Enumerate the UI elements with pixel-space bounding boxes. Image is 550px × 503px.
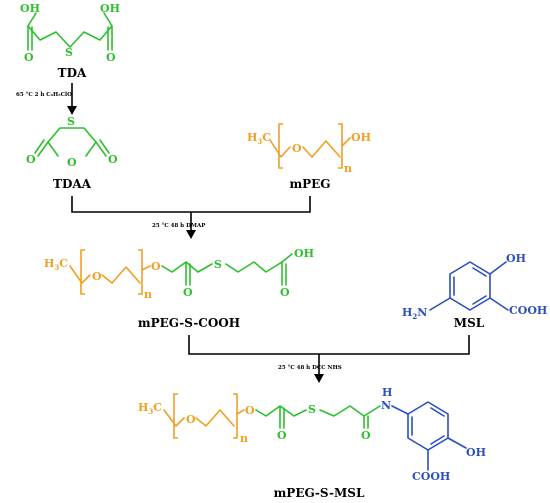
- mpeg-methyl-h: H3C: [247, 131, 271, 146]
- tda-hydroxyl-right: OH: [100, 2, 120, 15]
- mpeg-s-msl-ester-oxygen: O: [245, 404, 255, 417]
- mpeg-structure: [269, 123, 351, 169]
- tda-sulfur: S: [65, 46, 73, 59]
- mpeg-repeat-n: n: [344, 162, 352, 175]
- tda-carbonyl-oxygen-left: O: [24, 51, 34, 64]
- merge-line-step2: [71, 196, 311, 213]
- mpeg-ether-oxygen: O: [292, 142, 302, 155]
- mpeg-s-msl-amide-carbonyl-oxygen: O: [361, 429, 371, 442]
- msl-amine: H2N: [402, 306, 427, 321]
- mpeg-s-cooh-ether-oxygen: O: [92, 270, 102, 283]
- mpeg-s-msl-methyl: H3C: [138, 401, 162, 416]
- tdaa-sulfur: S: [67, 115, 75, 128]
- label-tda: TDA: [58, 66, 87, 80]
- tdaa-carbonyl-oxygen-right: O: [108, 153, 118, 166]
- mpeg-s-cooh-repeat-n: n: [144, 288, 152, 301]
- mpeg-s-cooh-carbonyl-oxygen: O: [183, 286, 193, 299]
- tda-structure: [27, 12, 113, 51]
- mpeg-s-msl-carboxyl: COOH: [412, 470, 450, 483]
- tda-hydroxyl-left: OH: [20, 2, 40, 15]
- tdaa-carbonyl-oxygen-left: O: [26, 153, 36, 166]
- mpeg-hydroxyl: OH: [351, 131, 371, 144]
- conditions-step2: 25 °C 48 h DMAP: [152, 223, 205, 229]
- msl-structure: [429, 261, 509, 311]
- mpeg-s-cooh-structure: [69, 249, 293, 295]
- mpeg-s-msl-amide-h: H: [382, 386, 392, 399]
- mpeg-s-cooh-acid-carbonyl-oxygen: O: [280, 286, 290, 299]
- label-mpeg-s-msl: mPEG-S-MSL: [274, 486, 365, 500]
- mpeg-s-cooh-sulfur: S: [214, 258, 222, 271]
- arrowhead-step1: [67, 106, 77, 115]
- mpeg-s-cooh-ester-oxygen: O: [151, 260, 161, 273]
- label-tdaa: TDAA: [53, 177, 92, 191]
- tdaa-ring-oxygen: O: [67, 156, 77, 169]
- msl-carboxyl: COOH: [509, 304, 547, 317]
- conditions-step1: 65 °C 2 h C₆H₅ClO: [16, 92, 72, 98]
- mpeg-s-msl-structure: [163, 393, 467, 471]
- mpeg-s-cooh-methyl: H3C: [44, 257, 68, 272]
- label-mpeg-s-cooh: mPEG-S-COOH: [138, 316, 240, 330]
- mpeg-s-msl-ether-oxygen: O: [186, 413, 196, 426]
- mpeg-s-msl-repeat-n: n: [240, 432, 248, 445]
- arrowhead-step3: [314, 374, 324, 383]
- conditions-step3: 25 °C 48 h DCC NHS: [278, 365, 342, 371]
- tda-carbonyl-oxygen-right: O: [106, 51, 116, 64]
- label-mpeg: mPEG: [289, 177, 330, 191]
- merge-line-step3: [188, 335, 470, 355]
- mpeg-s-msl-ester-carbonyl-oxygen: O: [277, 429, 287, 442]
- msl-hydroxyl: OH: [506, 252, 526, 265]
- mpeg-s-msl-amide-n: N: [381, 399, 391, 412]
- mpeg-s-msl-sulfur: S: [308, 403, 316, 416]
- mpeg-s-msl-hydroxyl: OH: [466, 446, 486, 459]
- label-msl: MSL: [454, 316, 485, 330]
- arrowhead-step2: [186, 230, 196, 239]
- tdaa-structure: [34, 127, 110, 157]
- mpeg-s-cooh-hydroxyl: OH: [294, 247, 314, 260]
